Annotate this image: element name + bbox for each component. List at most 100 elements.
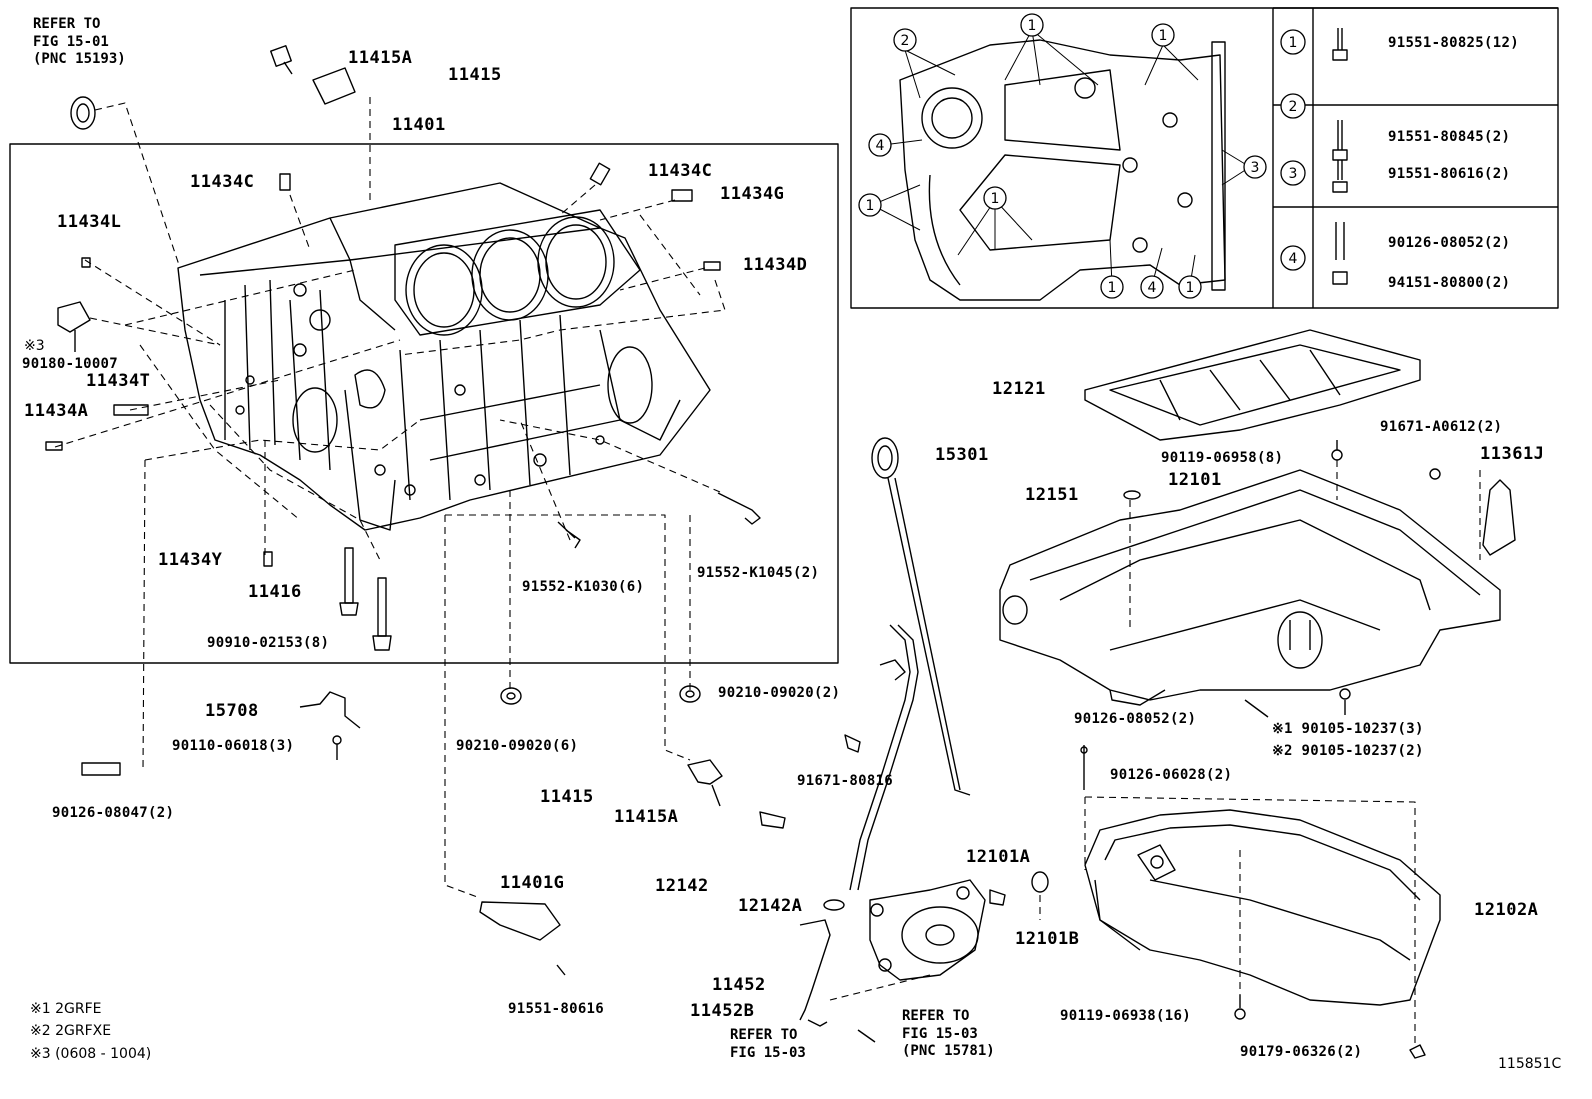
part-12142[interactable]: 12142 xyxy=(655,876,709,896)
part-11401[interactable]: 11401 xyxy=(392,115,446,135)
part-11434A[interactable]: 11434A xyxy=(24,401,89,421)
note-1: ※1 2GRFE xyxy=(30,1001,102,1017)
svg-text:1: 1 xyxy=(1028,18,1037,34)
part-90210-09020-a[interactable]: 90210-09020(6) xyxy=(456,738,579,754)
svg-text:1: 1 xyxy=(866,198,875,214)
part-91552-K1030[interactable]: 91552-K1030(6) xyxy=(522,579,645,595)
part-91671-80816[interactable]: 91671-80816 xyxy=(797,773,894,789)
bolt-icons xyxy=(1332,28,1348,285)
part-12101A[interactable]: 12101A xyxy=(966,847,1031,867)
table-callout-2: 2 xyxy=(1280,93,1306,119)
part-90910-02153[interactable]: 90910-02153(8) xyxy=(207,635,330,651)
part-11415-bottom[interactable]: 11415 xyxy=(540,787,594,807)
inset-callout-4: 4 xyxy=(868,133,892,157)
part-11415A-top[interactable]: 11415A xyxy=(348,48,413,68)
note-2: ※2 2GRFXE xyxy=(30,1023,112,1039)
table-row-3-part[interactable]: 91551-80616(2) xyxy=(1388,166,1511,182)
part-12121[interactable]: 12121 xyxy=(992,379,1046,399)
part-90105-10237-2[interactable]: ※2 90105-10237(2) xyxy=(1272,743,1424,759)
table-row-4-part-b[interactable]: 94151-80800(2) xyxy=(1388,275,1511,291)
table-row-1-part[interactable]: 91551-80825(12) xyxy=(1388,35,1519,51)
dipstick-drawing xyxy=(844,437,971,891)
part-90105-10237-1[interactable]: ※1 90105-10237(3) xyxy=(1272,721,1424,737)
part-90110-06018[interactable]: 90110-06018(3) xyxy=(172,738,295,754)
inset-callout-1: 1 xyxy=(1178,275,1202,299)
inset-cover-drawing xyxy=(899,39,1226,301)
part-15301[interactable]: 15301 xyxy=(935,445,989,465)
inset-callout-1: 1 xyxy=(983,186,1007,210)
part-11452[interactable]: 11452 xyxy=(712,975,766,995)
inset-callout-3: 3 xyxy=(1243,155,1267,179)
part-12151[interactable]: 12151 xyxy=(1025,485,1079,505)
part-91671-A0612[interactable]: 91671-A0612(2) xyxy=(1380,419,1503,435)
svg-text:4: 4 xyxy=(876,138,885,154)
lower-oil-pan-drawing xyxy=(1080,745,1441,1059)
block-small-parts xyxy=(45,45,761,651)
part-90180-10007[interactable]: 90180-10007 xyxy=(22,356,119,372)
refer-fig-15-03-a[interactable]: REFER TO FIG 15-03 xyxy=(730,1027,806,1061)
inset-callout-2: 2 xyxy=(893,28,917,52)
inset-callout-1: 1 xyxy=(1020,13,1044,37)
svg-text:1: 1 xyxy=(991,191,1000,207)
refer-fig-15-01[interactable]: REFER TO FIG 15-01 (PNC 15193) xyxy=(33,16,126,67)
svg-text:1: 1 xyxy=(1186,280,1195,296)
part-15708[interactable]: 15708 xyxy=(205,701,259,721)
part-11434T[interactable]: 11434T xyxy=(86,371,151,391)
part-11434C-b[interactable]: 11434C xyxy=(648,161,713,181)
inset-callout-1: 1 xyxy=(1151,23,1175,47)
oil-filter-bracket-drawing xyxy=(799,871,1049,1043)
inset-leaders xyxy=(871,29,1251,286)
inset-frame xyxy=(850,7,1559,309)
engine-block-frame xyxy=(9,143,839,664)
part-90179-06326[interactable]: 90179-06326(2) xyxy=(1240,1044,1363,1060)
refer-fig-15-03-b[interactable]: REFER TO FIG 15-03 (PNC 15781) xyxy=(902,1008,995,1059)
part-11434C-a[interactable]: 11434C xyxy=(190,172,255,192)
part-11361J[interactable]: 11361J xyxy=(1480,444,1545,464)
svg-text:3: 3 xyxy=(1251,160,1260,176)
inset-callout-1: 1 xyxy=(858,193,882,217)
part-11434L[interactable]: 11434L xyxy=(57,212,122,232)
part-11434Y[interactable]: 11434Y xyxy=(158,550,223,570)
part-11416[interactable]: 11416 xyxy=(248,582,302,602)
part-91552-K1045[interactable]: 91552-K1045(2) xyxy=(697,565,820,581)
table-callout-3: 3 xyxy=(1280,160,1306,186)
part-90126-06028[interactable]: 90126-06028(2) xyxy=(1110,767,1233,783)
lower-left-parts xyxy=(81,685,786,976)
leader-lines-right xyxy=(829,460,1481,1045)
part-90119-06938[interactable]: 90119-06938(16) xyxy=(1060,1008,1191,1024)
svg-text:1: 1 xyxy=(1289,35,1298,51)
upper-oil-pan-drawing xyxy=(999,468,1516,718)
part-12102A[interactable]: 12102A xyxy=(1474,900,1539,920)
inset-callout-1: 1 xyxy=(1100,275,1124,299)
part-12101[interactable]: 12101 xyxy=(1168,470,1222,490)
leader-lines-block xyxy=(54,97,726,899)
table-callout-4: 4 xyxy=(1280,245,1306,271)
svg-text:3: 3 xyxy=(1289,166,1298,182)
part-11415-top[interactable]: 11415 xyxy=(448,65,502,85)
svg-text:1: 1 xyxy=(1108,280,1117,296)
part-11452B[interactable]: 11452B xyxy=(690,1001,755,1021)
svg-text:1: 1 xyxy=(1159,28,1168,44)
part-90210-09020-b[interactable]: 90210-09020(2) xyxy=(718,685,841,701)
svg-text:4: 4 xyxy=(1148,280,1157,296)
part-11401G[interactable]: 11401G xyxy=(500,873,565,893)
part-11434D[interactable]: 11434D xyxy=(743,255,808,275)
table-callout-1: 1 xyxy=(1280,29,1306,55)
inset-bolt-table xyxy=(1273,7,1558,308)
part-12142A[interactable]: 12142A xyxy=(738,896,803,916)
part-90119-06958[interactable]: 90119-06958(8) xyxy=(1161,450,1284,466)
part-90126-08047[interactable]: 90126-08047(2) xyxy=(52,805,175,821)
part-90126-08052[interactable]: 90126-08052(2) xyxy=(1074,711,1197,727)
part-91551-80616[interactable]: 91551-80616 xyxy=(508,1001,605,1017)
baffle-plate-drawing xyxy=(1084,329,1421,461)
part-11415A-bottom[interactable]: 11415A xyxy=(614,807,679,827)
table-row-4-part-a[interactable]: 90126-08052(2) xyxy=(1388,235,1511,251)
svg-text:4: 4 xyxy=(1289,251,1298,267)
part-11434G[interactable]: 11434G xyxy=(720,184,785,204)
note-3-marker: ※3 xyxy=(24,338,45,354)
part-12101B[interactable]: 12101B xyxy=(1015,929,1080,949)
svg-text:2: 2 xyxy=(901,33,910,49)
table-row-2-part[interactable]: 91551-80845(2) xyxy=(1388,129,1511,145)
inset-callout-4: 4 xyxy=(1140,275,1164,299)
engine-block-drawing xyxy=(177,182,711,531)
